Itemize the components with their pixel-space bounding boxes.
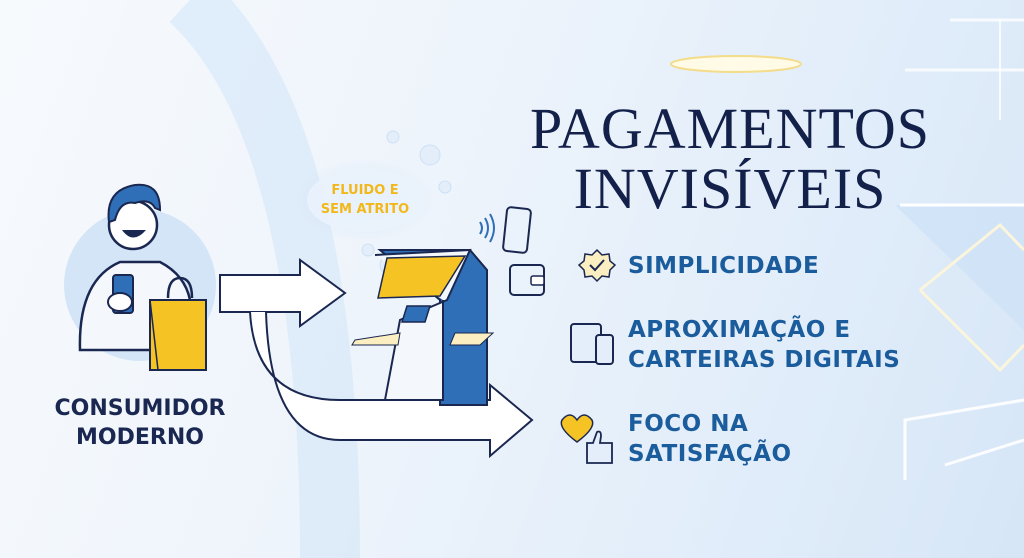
feature-text: APROXIMAÇÃO E bbox=[628, 317, 851, 343]
feature-text: FOCO NA bbox=[628, 411, 749, 437]
feature-simplicidade: SIMPLICIDADE bbox=[628, 251, 819, 281]
halo-icon bbox=[670, 55, 802, 73]
tablet-phone-icon bbox=[570, 323, 614, 365]
consumer-line-2: MODERNO bbox=[76, 425, 204, 450]
background-decoration bbox=[169, 0, 1024, 558]
nfc-waves-icon bbox=[479, 213, 495, 243]
feature-text: SIMPLICIDADE bbox=[628, 253, 820, 279]
consumer-line-1: CONSUMIDOR bbox=[54, 396, 226, 421]
feature-satisfacao: FOCO NA SATISFAÇÃO bbox=[628, 409, 792, 469]
flow-arrows bbox=[219, 258, 534, 459]
feature-aproximacao: APROXIMAÇÃO E CARTEIRAS DIGITAIS bbox=[628, 315, 900, 375]
title-line-2: INVISÍVEIS bbox=[573, 156, 887, 221]
bubble-line-2: SEM ATRITO bbox=[320, 202, 410, 217]
wallet-icon bbox=[509, 264, 545, 296]
feature-text: CARTEIRAS DIGITAIS bbox=[628, 347, 901, 373]
consumer-label: CONSUMIDOR MODERNO bbox=[30, 394, 250, 452]
feature-text: SATISFAÇÃO bbox=[628, 441, 792, 467]
bubble-text: FLUIDO E SEM ATRITO bbox=[300, 181, 430, 219]
shopping-bag-icon bbox=[149, 276, 207, 371]
smartphone-icon bbox=[502, 206, 532, 254]
title-line-1: PAGAMENTOS bbox=[530, 96, 930, 161]
payment-kiosk-icon bbox=[351, 248, 495, 406]
consumer-illustration bbox=[64, 183, 216, 371]
heart-thumbs-up-icon bbox=[560, 414, 613, 464]
check-badge-icon bbox=[577, 248, 617, 283]
bubbles bbox=[295, 130, 452, 276]
bubble-line-1: FLUIDO E bbox=[331, 183, 399, 198]
